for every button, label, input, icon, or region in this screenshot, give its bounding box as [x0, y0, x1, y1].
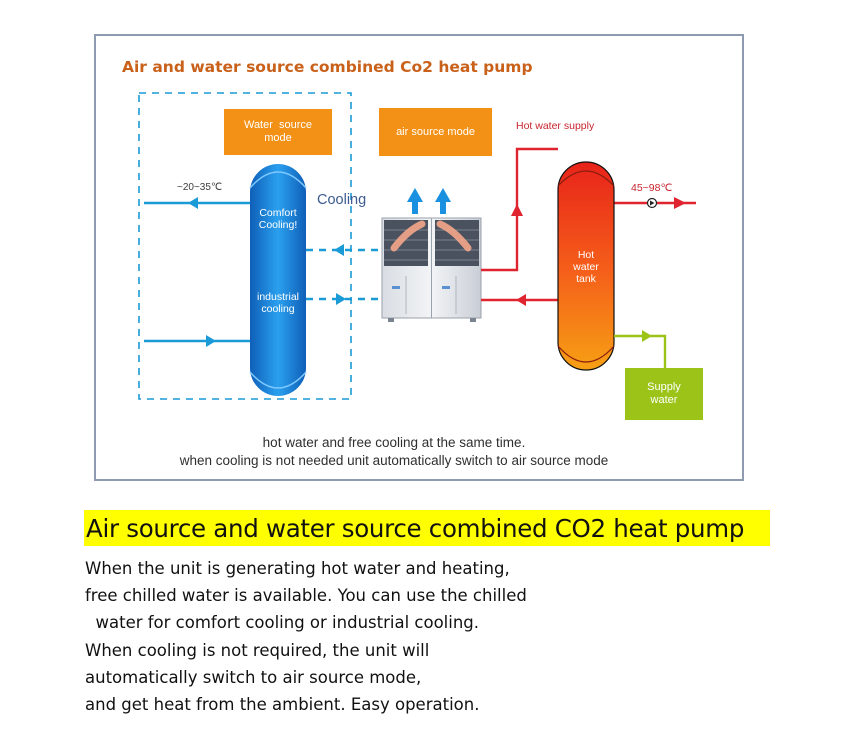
industrial-cooling-line-2: cooling [261, 303, 295, 315]
cooling-label: Cooling [317, 192, 367, 208]
water-source-mode-line-2: mode [264, 132, 292, 144]
hot-water-tank-line-2: water [573, 261, 599, 273]
diagram-graphics [138, 92, 696, 400]
supply-water-box: Supply water [625, 368, 703, 420]
comfort-cooling-label: Comfort Cooling! [252, 207, 304, 231]
air-source-mode-label: air source mode [396, 125, 475, 138]
hot-water-temperature: 45~98℃ [631, 182, 673, 194]
cold-water-temperature: ~20~35℃ [177, 182, 223, 193]
hot-water-tank-label: Hot water tank [562, 249, 610, 285]
hot-water-tank [557, 161, 615, 371]
circulation-pump-icon [646, 197, 658, 209]
supply-water-pipe [614, 330, 667, 368]
cooling-tank [249, 164, 307, 396]
hot-water-tank-line-3: tank [576, 273, 596, 285]
heat-pump-unit [381, 217, 482, 322]
headline-banner: Air source and water source combined CO2… [84, 510, 770, 546]
air-flow-arrows [407, 188, 451, 214]
headline-text: Air source and water source combined CO2… [86, 513, 745, 543]
description-line: automatically switch to air source mode, [85, 667, 422, 687]
hot-water-supply-label: Hot water supply [516, 120, 595, 132]
description-line: When cooling is not required, the unit w… [85, 640, 430, 660]
description: When the unit is generating hot water an… [85, 555, 785, 718]
description-line: water for comfort cooling or industrial … [85, 613, 480, 633]
supply-water-line-2: water [650, 394, 678, 406]
supply-water-line-1: Supply [647, 381, 681, 393]
diagram-caption-line-1: hot water and free cooling at the same t… [262, 435, 526, 450]
description-line: free chilled water is available. You can… [85, 586, 527, 606]
water-source-zone [138, 92, 352, 400]
air-source-mode-box: air source mode [379, 108, 492, 156]
hot-water-tank-line-1: Hot [577, 249, 595, 261]
industrial-cooling-line-1: industrial [256, 291, 300, 303]
description-line: and get heat from the ambient. Easy oper… [85, 694, 480, 714]
diagram-title: Air and water source combined Co2 heat p… [122, 58, 533, 76]
cold-water-arrows [188, 197, 346, 347]
hot-water-arrows [511, 197, 686, 306]
diagram-caption-line-2: when cooling is not needed unit automati… [179, 453, 609, 468]
water-source-mode-box: Water source mode [224, 109, 332, 155]
industrial-cooling-label: industrial cooling [248, 291, 308, 315]
description-line: When the unit is generating hot water an… [85, 559, 510, 578]
comfort-cooling-line-2: Cooling! [258, 219, 298, 231]
water-source-mode-line-1: Water source [243, 119, 313, 131]
diagram-frame: Air and water source combined Co2 heat p… [94, 34, 744, 481]
comfort-cooling-line-1: Comfort [259, 207, 297, 219]
